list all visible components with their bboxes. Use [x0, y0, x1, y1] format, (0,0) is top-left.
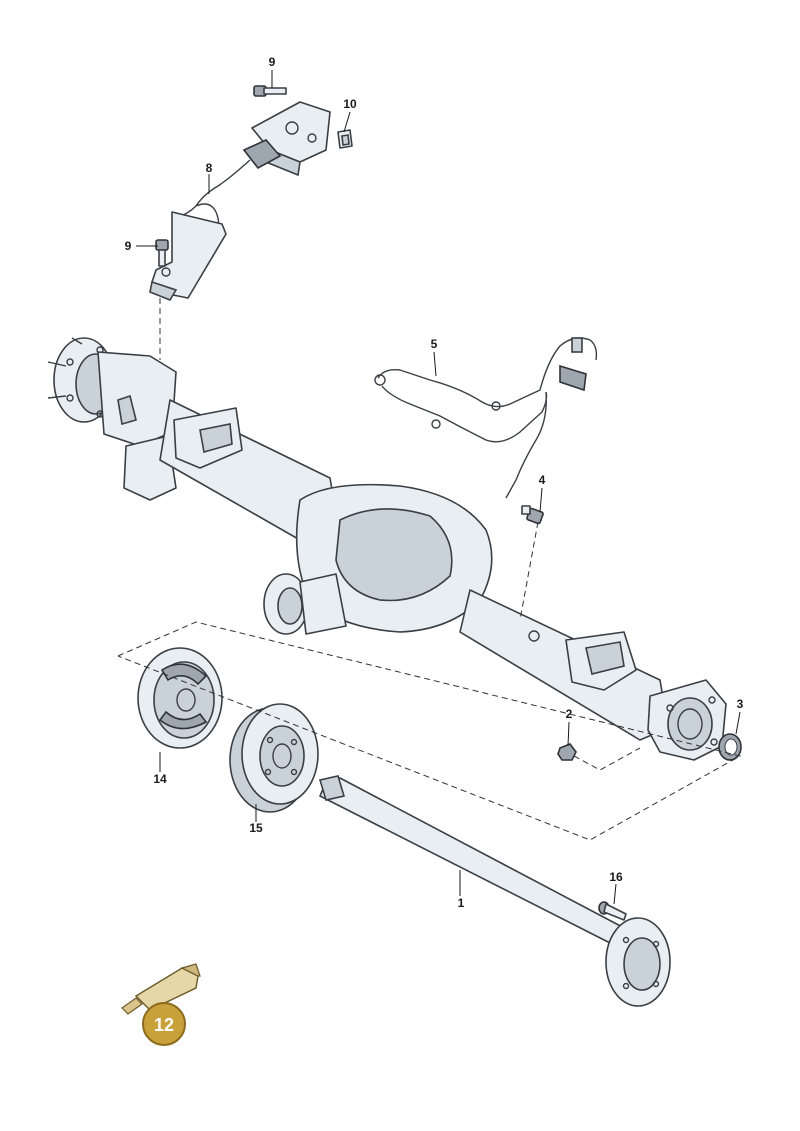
callout-label: 8	[206, 161, 213, 175]
badge-label: 12	[154, 1015, 174, 1035]
brake-drum-icon	[229, 703, 319, 813]
callout-label: 5	[431, 337, 438, 351]
leader-lines	[136, 70, 741, 905]
assembly-line-frame	[117, 621, 742, 841]
axle-shaft-icon	[318, 775, 671, 1007]
callout-label: 4	[539, 473, 546, 487]
callout-label: 10	[343, 97, 357, 111]
callout-label: 9	[269, 55, 276, 69]
clip-icon	[337, 129, 353, 149]
callout-label: 15	[249, 821, 263, 835]
nut-icon	[557, 743, 577, 761]
brake-pipe-assembly	[374, 337, 598, 525]
wheel-stud-icon	[598, 901, 627, 921]
axle-housing	[47, 337, 727, 761]
assembly-line-nut	[573, 747, 641, 771]
callout-label: 9	[125, 239, 132, 253]
callout-label: 14	[153, 772, 167, 786]
grease-tube-icon	[121, 963, 201, 1015]
assembly-line-union	[519, 521, 539, 621]
callout-label: 2	[566, 707, 573, 721]
brake-hose-bracket-assembly	[149, 85, 353, 301]
seal-ring-icon	[718, 733, 742, 761]
callout-label: 16	[609, 870, 623, 884]
bolt-upper-icon	[253, 85, 287, 97]
badge-12: 12	[142, 1002, 186, 1046]
bolt-lower-icon	[155, 239, 169, 267]
pipe-union-icon	[521, 505, 544, 525]
brake-backing-plate-icon	[137, 647, 223, 749]
callout-label: 3	[737, 697, 744, 711]
callout-label: 1	[458, 896, 465, 910]
